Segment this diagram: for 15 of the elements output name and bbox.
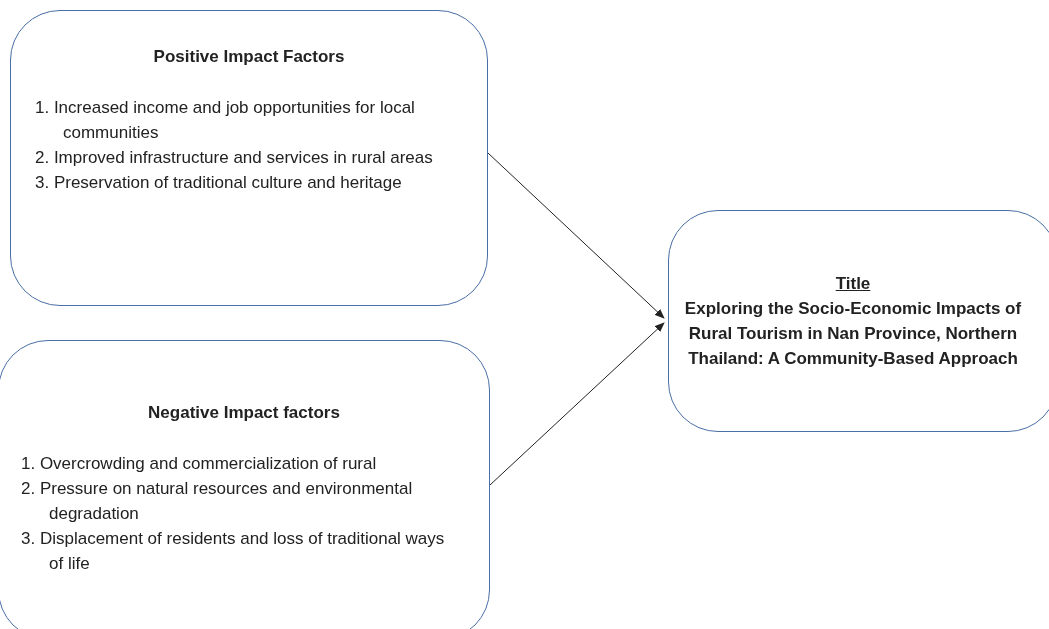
arrow xyxy=(489,322,665,486)
list-item: 1. Overcrowding and commercialization of rural xyxy=(21,453,378,475)
list-item: 1. Increased income and job opportunities for local communities xyxy=(35,97,416,144)
list-item: 3. Displacement of residents and loss of traditional ways of life xyxy=(21,528,446,575)
list-item: 2. Pressure on natural resources and environmental degradation xyxy=(21,478,414,525)
list-item: 2. Improved infrastructure and services in rural areas xyxy=(35,147,434,169)
title-label: Title xyxy=(835,273,871,295)
box-heading: Negative Impact factors xyxy=(147,403,341,423)
rounded-box xyxy=(0,340,490,629)
list-item: 3. Preservation of traditional culture and heritage xyxy=(35,172,403,194)
arrow xyxy=(487,152,665,319)
rounded-box xyxy=(668,210,1049,432)
box-heading: Positive Impact Factors xyxy=(152,47,346,67)
title-text: Exploring the Socio-Economic Impacts of Rural Tourism in Nan Province, Northern Thailand: A Community-Based Approach xyxy=(683,298,1023,370)
rounded-box xyxy=(10,10,488,306)
